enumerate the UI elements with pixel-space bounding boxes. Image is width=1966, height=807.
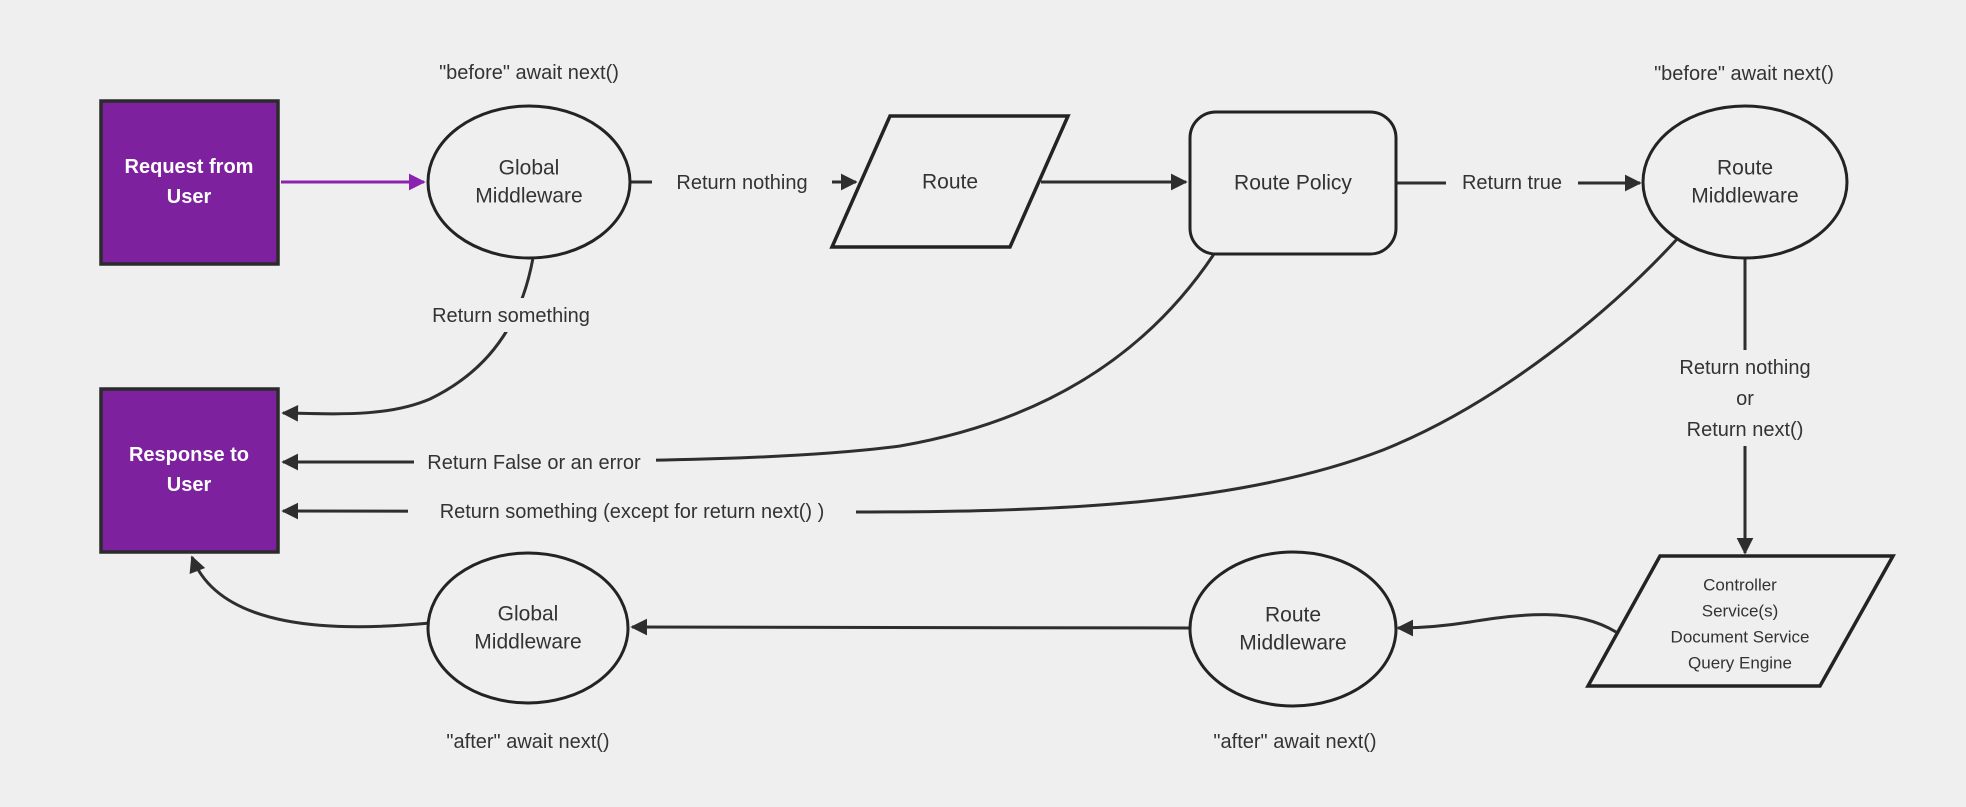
node-route-middleware-after: Route Middleware — [1188, 550, 1398, 708]
node-route-middleware-before: Route Middleware — [1641, 104, 1849, 260]
global-middleware-after-label-line2: Middleware — [474, 631, 581, 654]
controller-label-line4: Query Engine — [1688, 654, 1792, 673]
annotation-before-route-middleware: "before" await next() — [1654, 63, 1834, 85]
controller-parallelogram — [1585, 554, 1896, 688]
node-global-middleware-after: Global Middleware — [426, 551, 630, 705]
edge-route-middleware-after-to-global-middleware-after — [630, 618, 1191, 636]
edge-global-middleware-after-to-response — [189, 555, 431, 629]
request-from-user-label-line2: User — [167, 186, 212, 208]
node-route-policy: Route Policy — [1188, 110, 1398, 256]
edge-route-middleware-to-response — [281, 236, 1680, 520]
controller-label-line3: Document Service — [1671, 628, 1810, 647]
node-controller-services: Controller Service(s) Document Service Q… — [1585, 554, 1896, 688]
global-middleware-before-label-line2: Middleware — [475, 185, 582, 208]
route-parallelogram — [829, 114, 1071, 249]
label-bg-return-true — [1446, 165, 1578, 199]
edge-label-return-false-or-error: Return False or an error — [427, 452, 641, 474]
global-middleware-after-label-line1: Global — [498, 603, 559, 626]
label-bg-return-something-except — [408, 494, 856, 528]
route-middleware-before-ellipse — [1641, 104, 1849, 260]
request-from-user-label-line1: Request from — [125, 156, 254, 178]
global-middleware-before-ellipse — [426, 104, 632, 260]
edge-global-middleware-to-response — [281, 257, 535, 422]
route-label: Route — [922, 171, 978, 194]
global-middleware-before-label-line1: Global — [499, 157, 560, 180]
label-bg-return-false — [414, 445, 656, 479]
annotation-after-route-middleware: "after" await next() — [1213, 731, 1376, 753]
controller-label-line1: Controller — [1703, 576, 1777, 595]
annotation-before-global-middleware: "before" await next() — [439, 62, 619, 84]
node-global-middleware-before: Global Middleware — [426, 104, 632, 260]
route-policy-label: Route Policy — [1234, 172, 1352, 195]
route-middleware-before-label-line2: Middleware — [1691, 185, 1798, 208]
annotation-after-global-middleware: "after" await next() — [446, 731, 609, 753]
route-middleware-after-ellipse — [1188, 550, 1398, 708]
edge-label-return-nothing: Return nothing — [676, 172, 807, 194]
route-policy-rect — [1188, 110, 1398, 256]
controller-label-line2: Service(s) — [1702, 602, 1779, 621]
request-from-user-box — [99, 99, 280, 266]
edge-route-policy-to-response — [281, 253, 1216, 471]
route-middleware-after-label-line1: Route — [1265, 604, 1321, 627]
edge-label-return-nothing-line: Return nothing — [1679, 357, 1810, 379]
edge-label-or-line: or — [1736, 388, 1754, 410]
node-response-to-user: Response to User — [99, 387, 280, 554]
edge-controller-to-route-middleware-after — [1396, 613, 1617, 637]
response-to-user-label-line1: Response to — [129, 444, 249, 466]
edge-label-return-nothing-or-next: Return nothing or Return next() — [1679, 357, 1810, 441]
edge-label-return-something: Return something — [432, 305, 590, 327]
node-route: Route — [829, 114, 1071, 249]
label-bg-return-nothing — [652, 165, 832, 199]
edge-label-return-next-line: Return next() — [1687, 419, 1804, 441]
edge-label-return-true: Return true — [1462, 172, 1562, 194]
route-middleware-after-label-line2: Middleware — [1239, 632, 1346, 655]
response-to-user-label-line2: User — [167, 474, 212, 496]
route-middleware-before-label-line1: Route — [1717, 157, 1773, 180]
edge-label-return-something-except: Return something (except for return next… — [440, 501, 825, 523]
node-request-from-user: Request from User — [99, 99, 280, 266]
response-to-user-box — [99, 387, 280, 554]
label-bg-return-something — [410, 298, 612, 332]
global-middleware-after-ellipse — [426, 551, 630, 705]
